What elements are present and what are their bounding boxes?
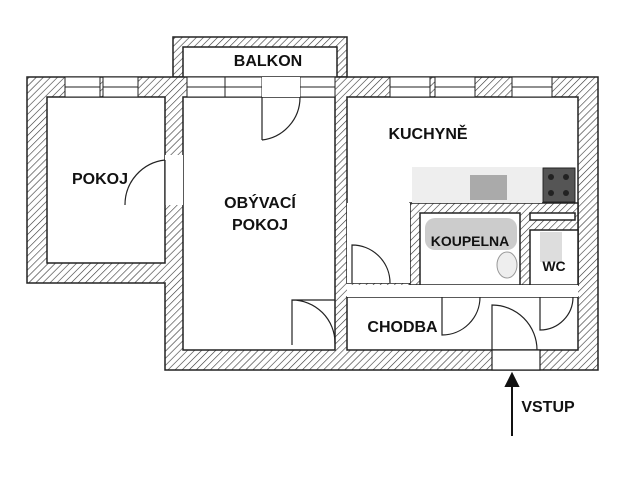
label-wc: WC xyxy=(542,258,566,274)
kitchen-counter xyxy=(412,167,576,203)
door-living xyxy=(291,299,336,345)
label-bedroom: POKOJ xyxy=(71,171,128,188)
door-balcony xyxy=(261,96,301,141)
doors xyxy=(124,77,574,371)
label-living-room-2: POKOJ xyxy=(231,217,288,234)
label-hallway: CHODBA xyxy=(367,319,438,336)
door-wc xyxy=(539,296,574,331)
label-balcony: BALKON xyxy=(233,53,303,70)
label-entrance: VSTUP xyxy=(521,399,575,416)
bath-fixtures xyxy=(425,218,562,279)
label-kitchen: KUCHYNĚ xyxy=(388,126,468,143)
entrance-arrow xyxy=(504,371,520,436)
door-entrance xyxy=(491,304,538,351)
door-bath xyxy=(441,296,481,336)
label-living-room-1: OBÝVACÍ xyxy=(224,195,296,212)
door-kitchen xyxy=(351,244,391,284)
windows xyxy=(64,76,553,98)
label-bathroom: KOUPELNA xyxy=(430,233,510,249)
door-bedroom xyxy=(124,159,166,206)
